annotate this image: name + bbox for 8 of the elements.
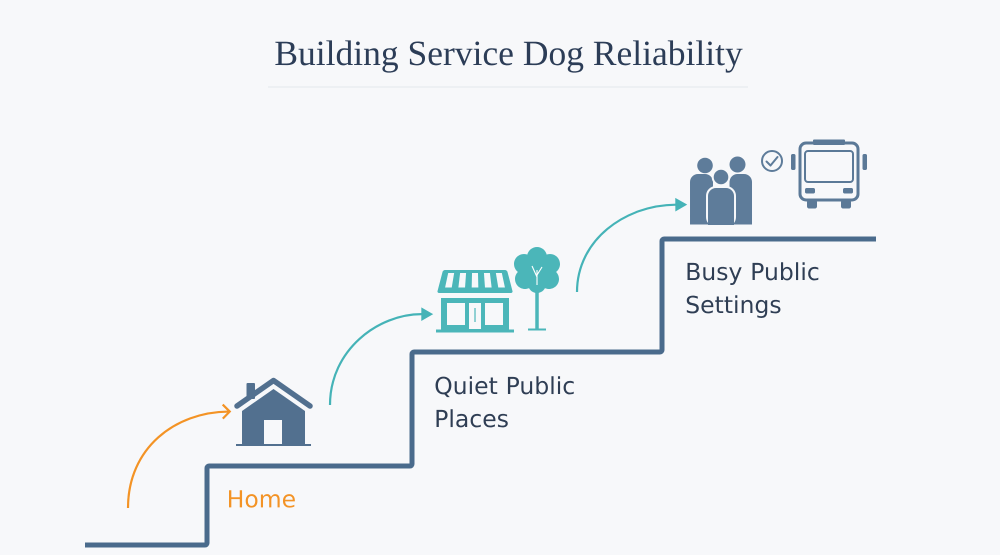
- arrow: [126, 404, 232, 508]
- step-label: Busy Public Settings: [686, 262, 818, 318]
- title: Building Service Dog Reliability: [275, 40, 743, 73]
- step-label: Quiet Public Places: [436, 376, 574, 428]
- step-label: Home: [229, 490, 295, 508]
- shop-icon: [436, 270, 514, 332]
- people-icon: [690, 156, 752, 227]
- house-icon: [234, 378, 313, 446]
